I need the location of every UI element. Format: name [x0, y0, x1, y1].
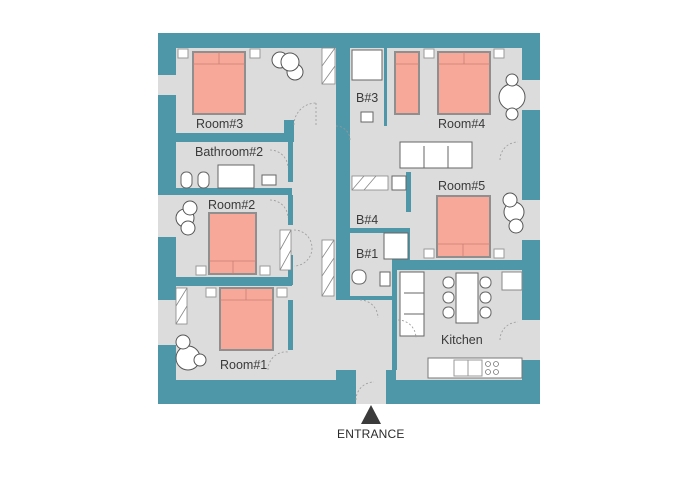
beds [192, 51, 491, 351]
label-b3: B#3 [356, 91, 379, 105]
nightstands [177, 48, 505, 298]
label-room5: Room#5 [438, 179, 486, 193]
wardrobes [175, 47, 389, 325]
entrance-arrow-icon [361, 405, 381, 424]
kitchen-counter [427, 357, 523, 379]
interior-walls [176, 33, 522, 404]
label-room4: Room#4 [438, 117, 486, 131]
label-b4: B#4 [356, 213, 379, 227]
windows [158, 75, 540, 360]
label-room1: Room#1 [220, 358, 268, 372]
label-b1: B#1 [356, 247, 379, 261]
entrance-doorway [356, 380, 386, 404]
bathroom-fixtures [180, 49, 409, 287]
sofas [399, 141, 473, 337]
round-tables [175, 51, 526, 371]
label-kitchen: Kitchen [441, 333, 483, 347]
dining-set [442, 271, 523, 324]
door-swings [267, 102, 519, 401]
label-room2: Room#2 [208, 198, 256, 212]
entrance-label: ENTRANCE [337, 427, 405, 441]
label-room3: Room#3 [196, 117, 244, 131]
label-bathroom2: Bathroom#2 [195, 145, 264, 159]
